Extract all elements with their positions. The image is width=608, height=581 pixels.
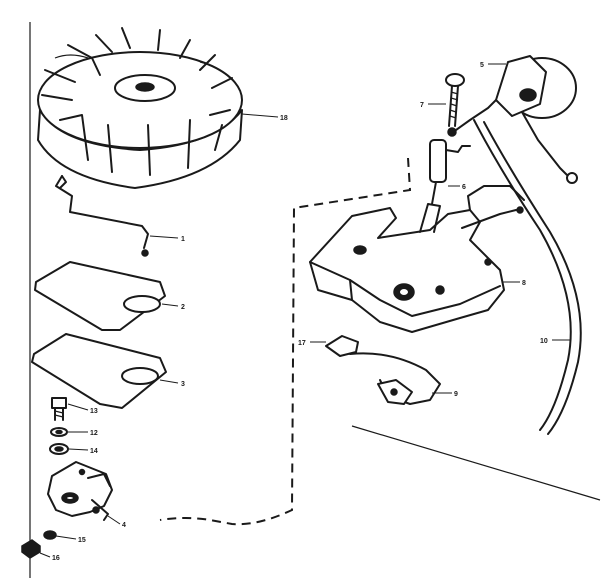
spring-clip: [55, 175, 149, 257]
leader-gasket-upper: [161, 303, 179, 307]
plain-washer: [49, 443, 69, 455]
leader-screw-left: [67, 403, 89, 411]
callout-gasket-upper: 2: [181, 304, 185, 311]
coil-screw: [445, 73, 465, 127]
callout-armature-bracket: 4: [122, 522, 126, 529]
callout-coil-screw: 7: [420, 102, 424, 109]
callout-spring-clip: 1: [181, 236, 185, 243]
leader-base-washer: [55, 535, 77, 540]
base-nut: [21, 539, 41, 559]
leader-armature-bracket: [107, 515, 121, 525]
callout-coil-wire: 10: [540, 338, 548, 345]
leader-base-nut: [39, 552, 51, 558]
lock-washer: [50, 427, 68, 437]
callout-base-nut: 16: [52, 555, 60, 562]
callout-lock-washer: 12: [90, 430, 98, 437]
ignition-coil: [447, 55, 578, 184]
callout-spring-plate: 17: [298, 340, 306, 347]
callout-flywheel: 18: [280, 115, 288, 122]
right-base-line: [351, 425, 601, 501]
point-set: [349, 352, 441, 405]
base-washer: [43, 530, 57, 540]
engine-outline-dashed: [159, 157, 412, 526]
flywheel: [37, 27, 243, 189]
leader-gasket-lower: [159, 379, 179, 384]
gasket-upper: [34, 261, 166, 331]
screw-left: [51, 397, 67, 421]
gasket-lower: [31, 333, 167, 409]
callout-base-washer: 15: [78, 537, 86, 544]
callout-screw-left: 13: [90, 408, 98, 415]
callout-breaker-plate: 8: [522, 280, 526, 287]
condenser: [429, 139, 471, 205]
leader-flywheel: [241, 113, 279, 118]
callout-plain-washer: 14: [90, 448, 98, 455]
leader-plain-washer: [68, 448, 89, 451]
callout-gasket-lower: 3: [181, 381, 185, 388]
callout-condenser: 6: [462, 184, 466, 191]
leader-spring-clip: [149, 235, 179, 239]
armature-bracket: [47, 461, 113, 521]
coil-wire: [461, 119, 582, 435]
callout-point-set: 9: [454, 391, 458, 398]
callout-coil-clamp: 5: [480, 62, 484, 69]
spring-plate: [325, 335, 359, 357]
breaker-plate: [309, 185, 525, 333]
